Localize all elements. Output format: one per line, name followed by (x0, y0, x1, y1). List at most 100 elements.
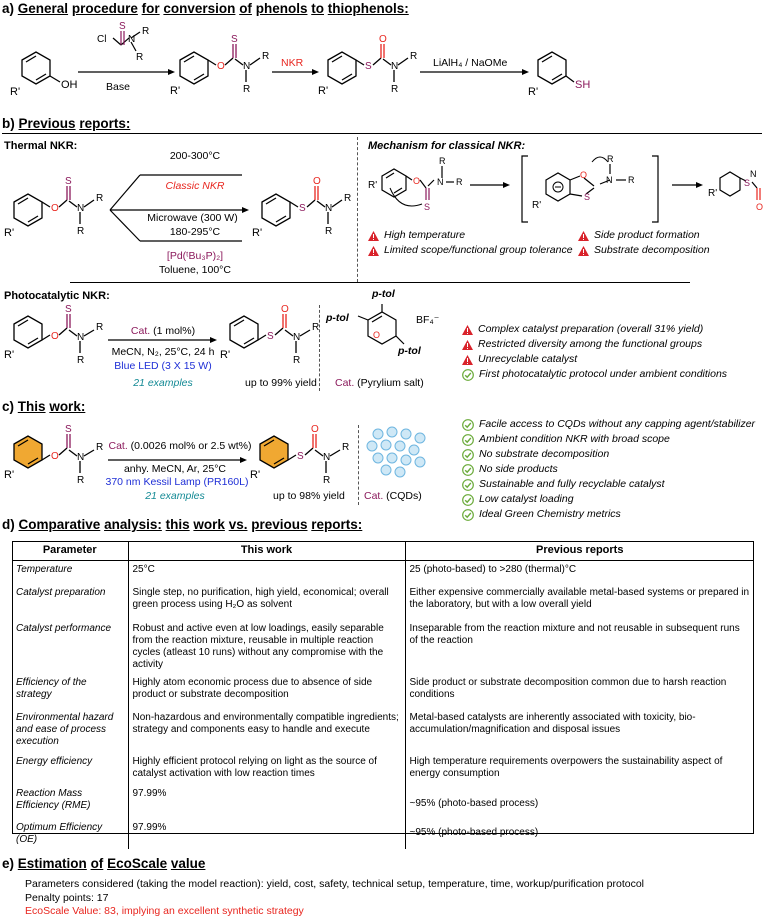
sh-group: SH (575, 79, 590, 91)
warning-item: Side product formation (578, 228, 710, 243)
section-b-rule (2, 133, 762, 134)
r-atom: R (607, 154, 614, 164)
scheme-a: OH R' S Cl N R R Base O S N R R R' NKR (10, 21, 590, 98)
cell-parameter: Catalyst preparation (16, 587, 106, 598)
phenol-oh: OH (61, 79, 78, 91)
title-word: work (193, 517, 225, 532)
cell-parameter: Optimum Efficiency (OE) (16, 822, 103, 845)
mech-product-n: N (750, 169, 757, 179)
check-icon (462, 433, 474, 446)
cell-this-work: Highly efficient protocol relying on lig… (127, 753, 405, 785)
check-text: Sustainable and fully recyclable catalys… (479, 478, 665, 490)
photo-warnings: Complex catalyst preparation (overall 31… (462, 322, 727, 382)
cqd-cluster (366, 426, 426, 478)
o-atom: O (311, 424, 319, 435)
cond-pd-catalyst: [Pd(ᵗBu₃P)₂] (166, 250, 224, 262)
r-atom: R (243, 84, 250, 95)
photo-examples: 21 examples (133, 377, 193, 389)
s-atom: S (65, 424, 72, 435)
o-atom: O (313, 176, 321, 187)
cell-previous: Inseparable from the reaction mixture an… (404, 620, 754, 674)
cell-previous: Side product or substrate decomposition … (404, 674, 754, 709)
r-atom: R (77, 355, 84, 366)
o-atom: O (580, 170, 587, 180)
title-word: of (90, 856, 104, 871)
cqd-light: 370 nm Kessil Lamp (PR160L) (105, 476, 249, 488)
cat-text: Cat. (335, 377, 355, 389)
check-item: Sustainable and fully recyclable catalys… (462, 477, 755, 492)
cat-amount: (0.0026 mol% or 2.5 wt%) (127, 440, 252, 452)
title-word: to (311, 1, 324, 16)
r-atom: R (342, 442, 349, 453)
title-word: reports: (79, 116, 131, 131)
s-atom: S (744, 178, 750, 188)
section-d-title: d) Comparative analysis: this work vs. p… (2, 517, 362, 532)
warning-icon (462, 354, 473, 365)
s-atom: S (267, 331, 274, 342)
r-prime: R' (4, 227, 14, 239)
header-parameter: Parameter (12, 541, 128, 561)
check-icon (462, 463, 474, 476)
cond-classic: Classic NKR (165, 180, 225, 192)
cond-pd-solvent: Toluene, 100°C (159, 264, 231, 276)
check-text: Ambient condition NKR with broad scope (479, 433, 670, 445)
title-word: General (17, 1, 69, 16)
header-this-work: This work (127, 541, 405, 561)
r-atom: R (77, 475, 84, 486)
pyrylium-label: Cat. (Pyrylium salt) (335, 377, 424, 389)
check-text: No substrate decomposition (479, 448, 610, 460)
o-atom: O (379, 34, 387, 45)
warning-item: High temperature (368, 228, 573, 243)
label-c: c) (2, 399, 15, 414)
r-prime: R' (220, 349, 230, 361)
scheme-photo: O S N R R R' S O N R R R' O (4, 304, 405, 366)
check-text: No side products (479, 463, 558, 475)
ptol-top: p-tol (372, 288, 395, 300)
section-b-title: b) Previous reports: (2, 116, 130, 131)
cell-this-work: Non-hazardous and environmentally compat… (127, 709, 405, 753)
title-word: previous (251, 517, 308, 532)
r-prime: R' (252, 227, 262, 239)
check-item: No side products (462, 462, 755, 477)
cell-this-work: Robust and active even at low loadings, … (127, 620, 405, 674)
ptol-bottom: p-tol (398, 345, 421, 357)
title-word: reports: (311, 517, 363, 532)
comparison-table: Parameter This work Previous reports Tem… (12, 541, 754, 849)
check-item: First photocatalytic protocol under ambi… (462, 367, 727, 382)
cell-previous: ~95% (photo-based process) (404, 785, 754, 819)
cqd-divider (358, 425, 359, 505)
warnings-left: High temperature Limited scope/functiona… (368, 228, 573, 258)
cond-microwave: Microwave (300 W) (147, 212, 238, 224)
title-word: conversion (163, 1, 236, 16)
o-atom: O (217, 61, 225, 72)
cqd-cat: Cat. (0.0026 mol% or 2.5 wt%) (100, 440, 260, 452)
table-row: Temperature 25°C 25 (photo-based) to >28… (12, 560, 754, 584)
r-atom: R (391, 84, 398, 95)
cell-previous: Either expensive commercially available … (404, 584, 754, 620)
reagent-n: N (128, 34, 135, 45)
cond-temp: 200-300°C (169, 150, 221, 162)
r-atom: R (325, 226, 332, 237)
check-text: Low catalyst loading (479, 493, 574, 505)
r-prime: R' (708, 188, 717, 199)
r-prime: R' (250, 469, 260, 481)
cell-parameter: Temperature (16, 563, 73, 575)
table-row: Efficiency of the strategy Highly atom e… (12, 674, 754, 709)
ecoscale-value: EcoScale Value: 83, implying an excellen… (25, 905, 304, 917)
cat-text: Cat. (364, 490, 384, 502)
title-word: analysis: (104, 517, 162, 532)
warning-icon (462, 324, 473, 335)
title-word: procedure (71, 1, 138, 16)
cqd-examples: 21 examples (145, 490, 205, 502)
cell-parameter: Environmental hazard and ease of process… (16, 712, 114, 747)
check-item: Ideal Green Chemistry metrics (462, 507, 755, 522)
table-row: Environmental hazard and ease of process… (12, 709, 754, 753)
cell-this-work: 25°C (127, 560, 405, 584)
s-atom: S (365, 61, 372, 72)
mechanism-label: Mechanism for classical NKR: (368, 140, 526, 152)
photo-rule (70, 282, 690, 283)
cell-this-work: Single step, no purification, high yield… (127, 584, 405, 620)
photo-divider (319, 305, 320, 391)
section-c-title: c) This work: (2, 399, 85, 414)
warning-text: Substrate decomposition (594, 244, 710, 256)
